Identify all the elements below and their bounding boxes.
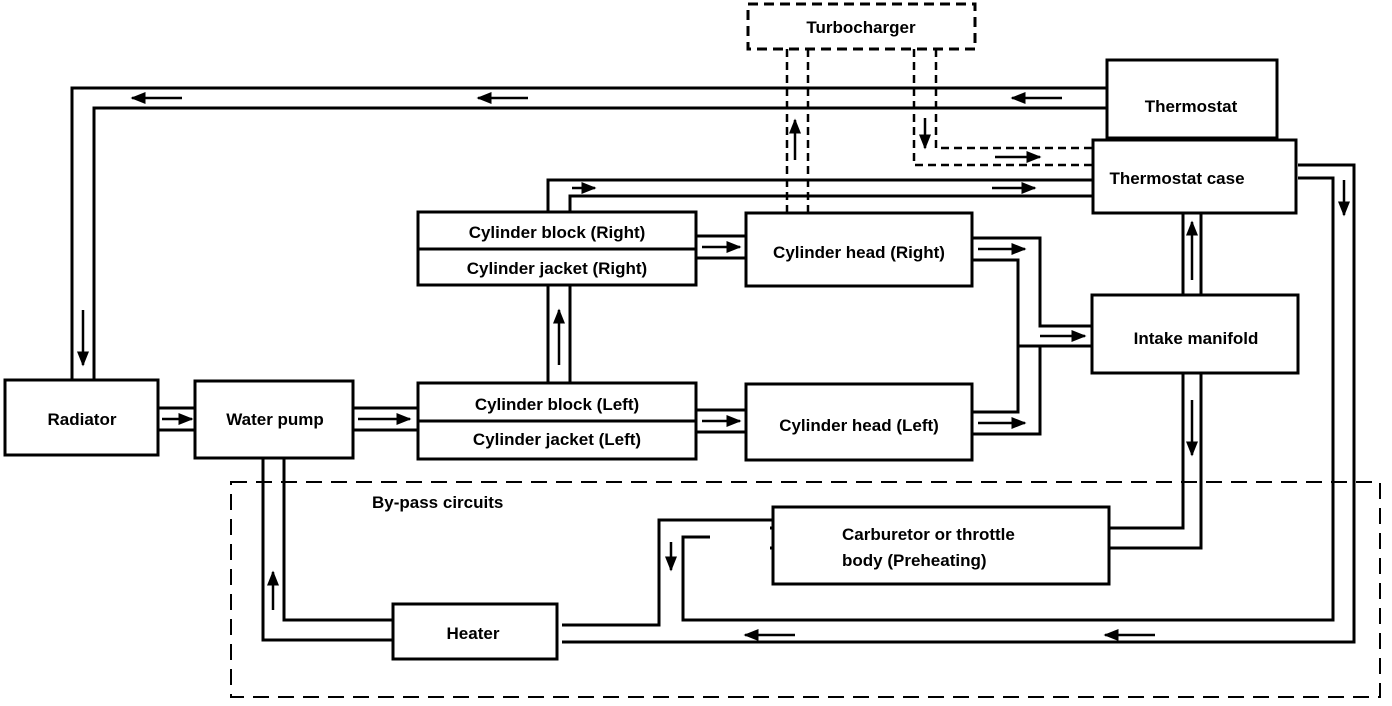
pipe-hr-im-2 (972, 258, 1020, 346)
water-pump-box (193, 379, 355, 460)
cylinder-head-left-label: Cylinder head (Left) (779, 416, 939, 435)
pipe-return-outer (70, 86, 1108, 380)
pipe-br-tc-2 (568, 194, 1093, 212)
radiator-label: Radiator (48, 410, 117, 429)
radiator-box (3, 378, 160, 457)
water-pump-label: Water pump (226, 410, 324, 429)
cylinder-jacket-left-label: Cylinder jacket (Left) (473, 430, 641, 449)
pipe-hl-im-2 (972, 346, 1042, 436)
cylinder-block-left-label: Cylinder block (Left) (475, 395, 639, 414)
component-boxes (3, 2, 1300, 661)
thermostat-box (1105, 58, 1279, 140)
thermostat-label: Thermostat (1145, 97, 1238, 116)
pipe-heater-pump-2 (261, 458, 393, 642)
pipe-turbo-4 (934, 49, 1093, 150)
heater-label: Heater (447, 624, 500, 643)
pipe-carb-return (681, 176, 1335, 622)
carburetor-box (771, 505, 1111, 586)
cylinder-head-left-box (744, 382, 974, 462)
pipe-heater-pump-1 (282, 458, 393, 622)
pipe-hr-im-1 (972, 236, 1092, 328)
pipe-hl-im-1 (972, 344, 1092, 414)
thermostat-case-label: Thermostat case (1109, 169, 1244, 188)
cylinder-head-right-label: Cylinder head (Right) (773, 243, 945, 262)
cylinder-block-right-label: Cylinder block (Right) (469, 223, 646, 242)
intake-manifold-label: Intake manifold (1134, 329, 1259, 348)
carburetor-label-line1: Carburetor or throttle (842, 525, 1015, 544)
labels: Turbocharger Thermostat Thermostat case … (48, 18, 1259, 643)
pipe-return-inner (92, 106, 1108, 380)
cylinder-head-right-box (744, 211, 974, 288)
cylinder-jacket-right-label: Cylinder jacket (Right) (467, 259, 647, 278)
pipe-tc-heater (562, 163, 1356, 644)
flow-arrows (77, 92, 1350, 641)
carburetor-label-line2: body (Preheating) (842, 551, 987, 570)
pipe-turbo-3 (912, 49, 1093, 167)
turbocharger-label: Turbocharger (806, 18, 916, 37)
thermostat-case-box (1091, 138, 1298, 215)
heater-box (391, 602, 559, 661)
pipe-carb-heater (562, 518, 773, 627)
bypass-region (230, 481, 1381, 698)
turbocharger-box (746, 2, 977, 51)
pipes (70, 49, 1356, 644)
pipe-br-tc-1 (546, 178, 1093, 212)
intake-manifold-box (1090, 293, 1300, 375)
bypass-label: By-pass circuits (372, 493, 503, 512)
